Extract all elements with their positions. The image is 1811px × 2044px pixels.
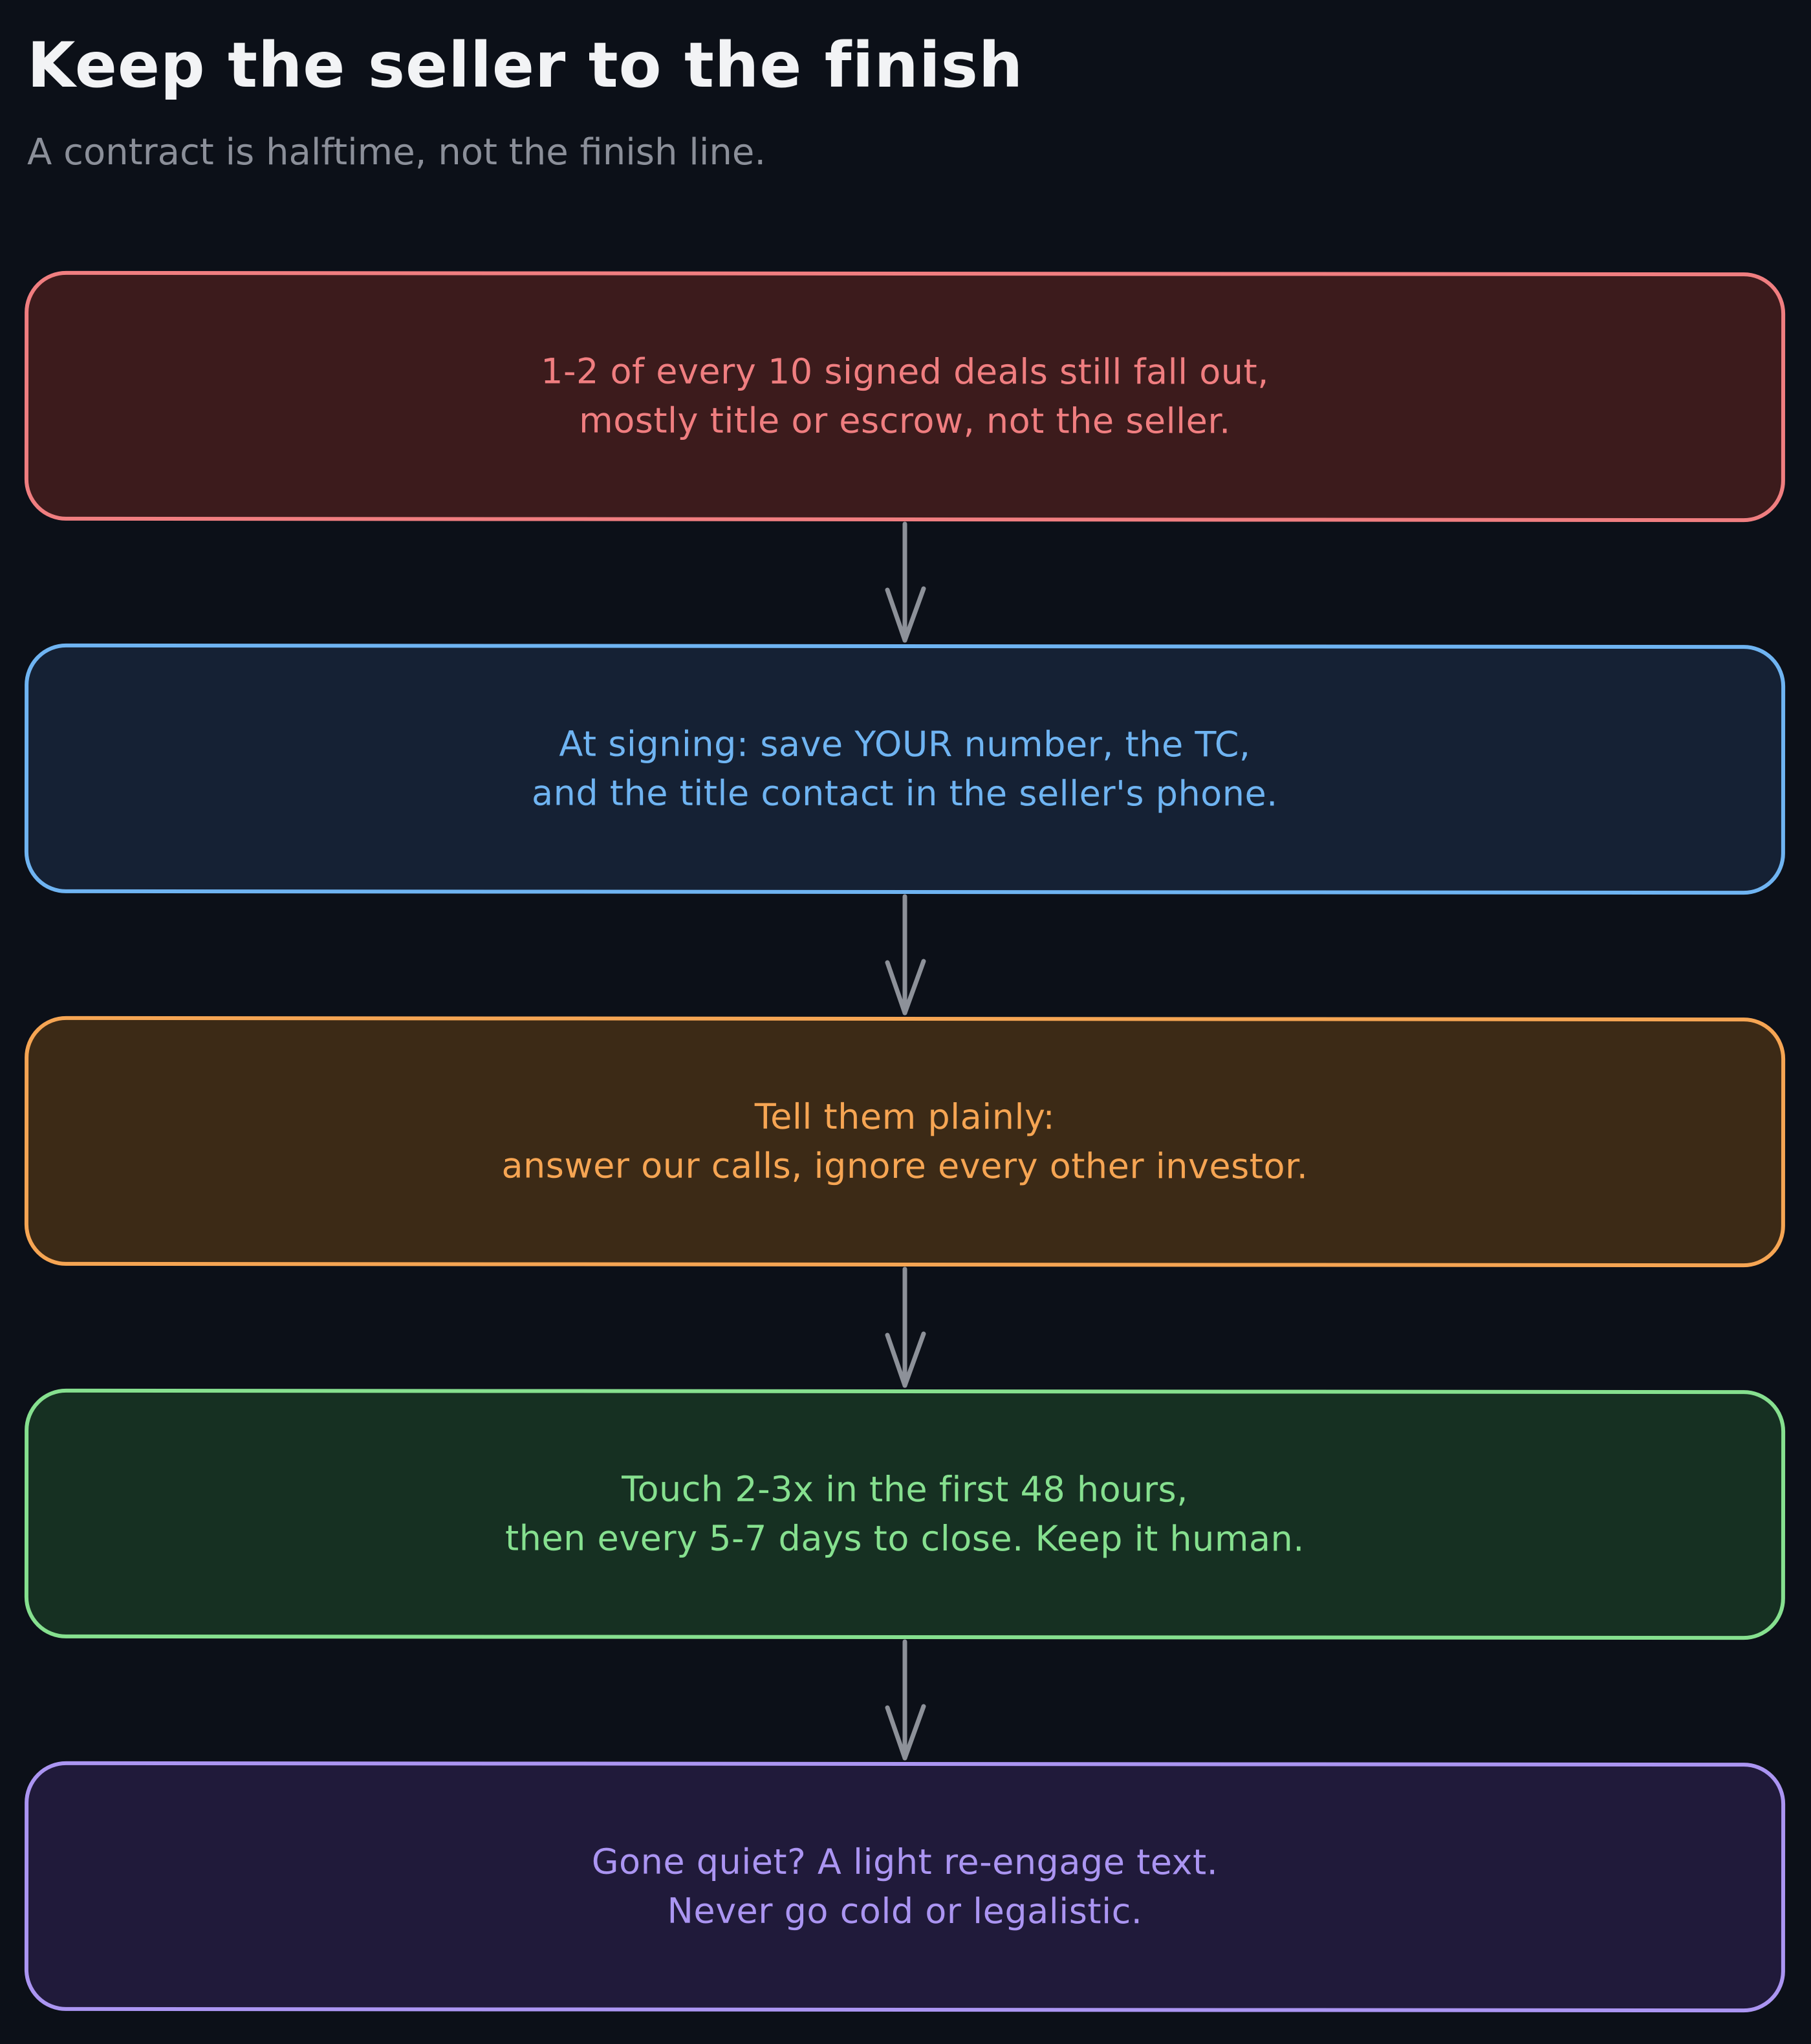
diagram-title: Keep the seller to the finish: [27, 29, 1024, 102]
arrow-step-3-to-4: [885, 1267, 926, 1388]
arrow-step-2-to-3: [885, 894, 926, 1016]
diagram-subtitle: A contract is halftime, not the finish l…: [27, 131, 766, 173]
arrow-step-1-to-2: [885, 521, 926, 643]
arrow-step-4-to-5: [885, 1639, 926, 1761]
